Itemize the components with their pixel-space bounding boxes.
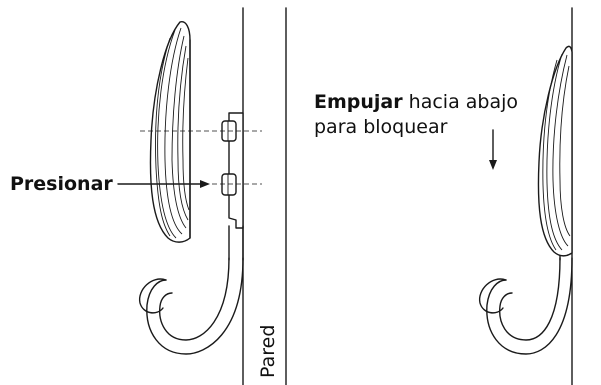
push-purpose: para bloquear xyxy=(314,116,448,138)
arrow-down-icon xyxy=(489,129,497,170)
push-instruction: Empujar hacia abajo para bloquear xyxy=(314,90,544,140)
shell-cover-left xyxy=(149,21,191,243)
wall-hook-left xyxy=(138,112,244,355)
wall-label: Pared xyxy=(257,325,279,378)
wall-hook-right xyxy=(478,244,573,355)
wall-panel-left: Pared xyxy=(242,7,287,385)
press-instruction: Presionar xyxy=(10,173,113,195)
push-direction: hacia abajo xyxy=(408,91,518,113)
arrow-right-icon xyxy=(117,180,210,188)
lower-rivet xyxy=(221,173,237,196)
push-verb: Empujar xyxy=(314,91,403,113)
shell-cover-right xyxy=(537,45,573,257)
